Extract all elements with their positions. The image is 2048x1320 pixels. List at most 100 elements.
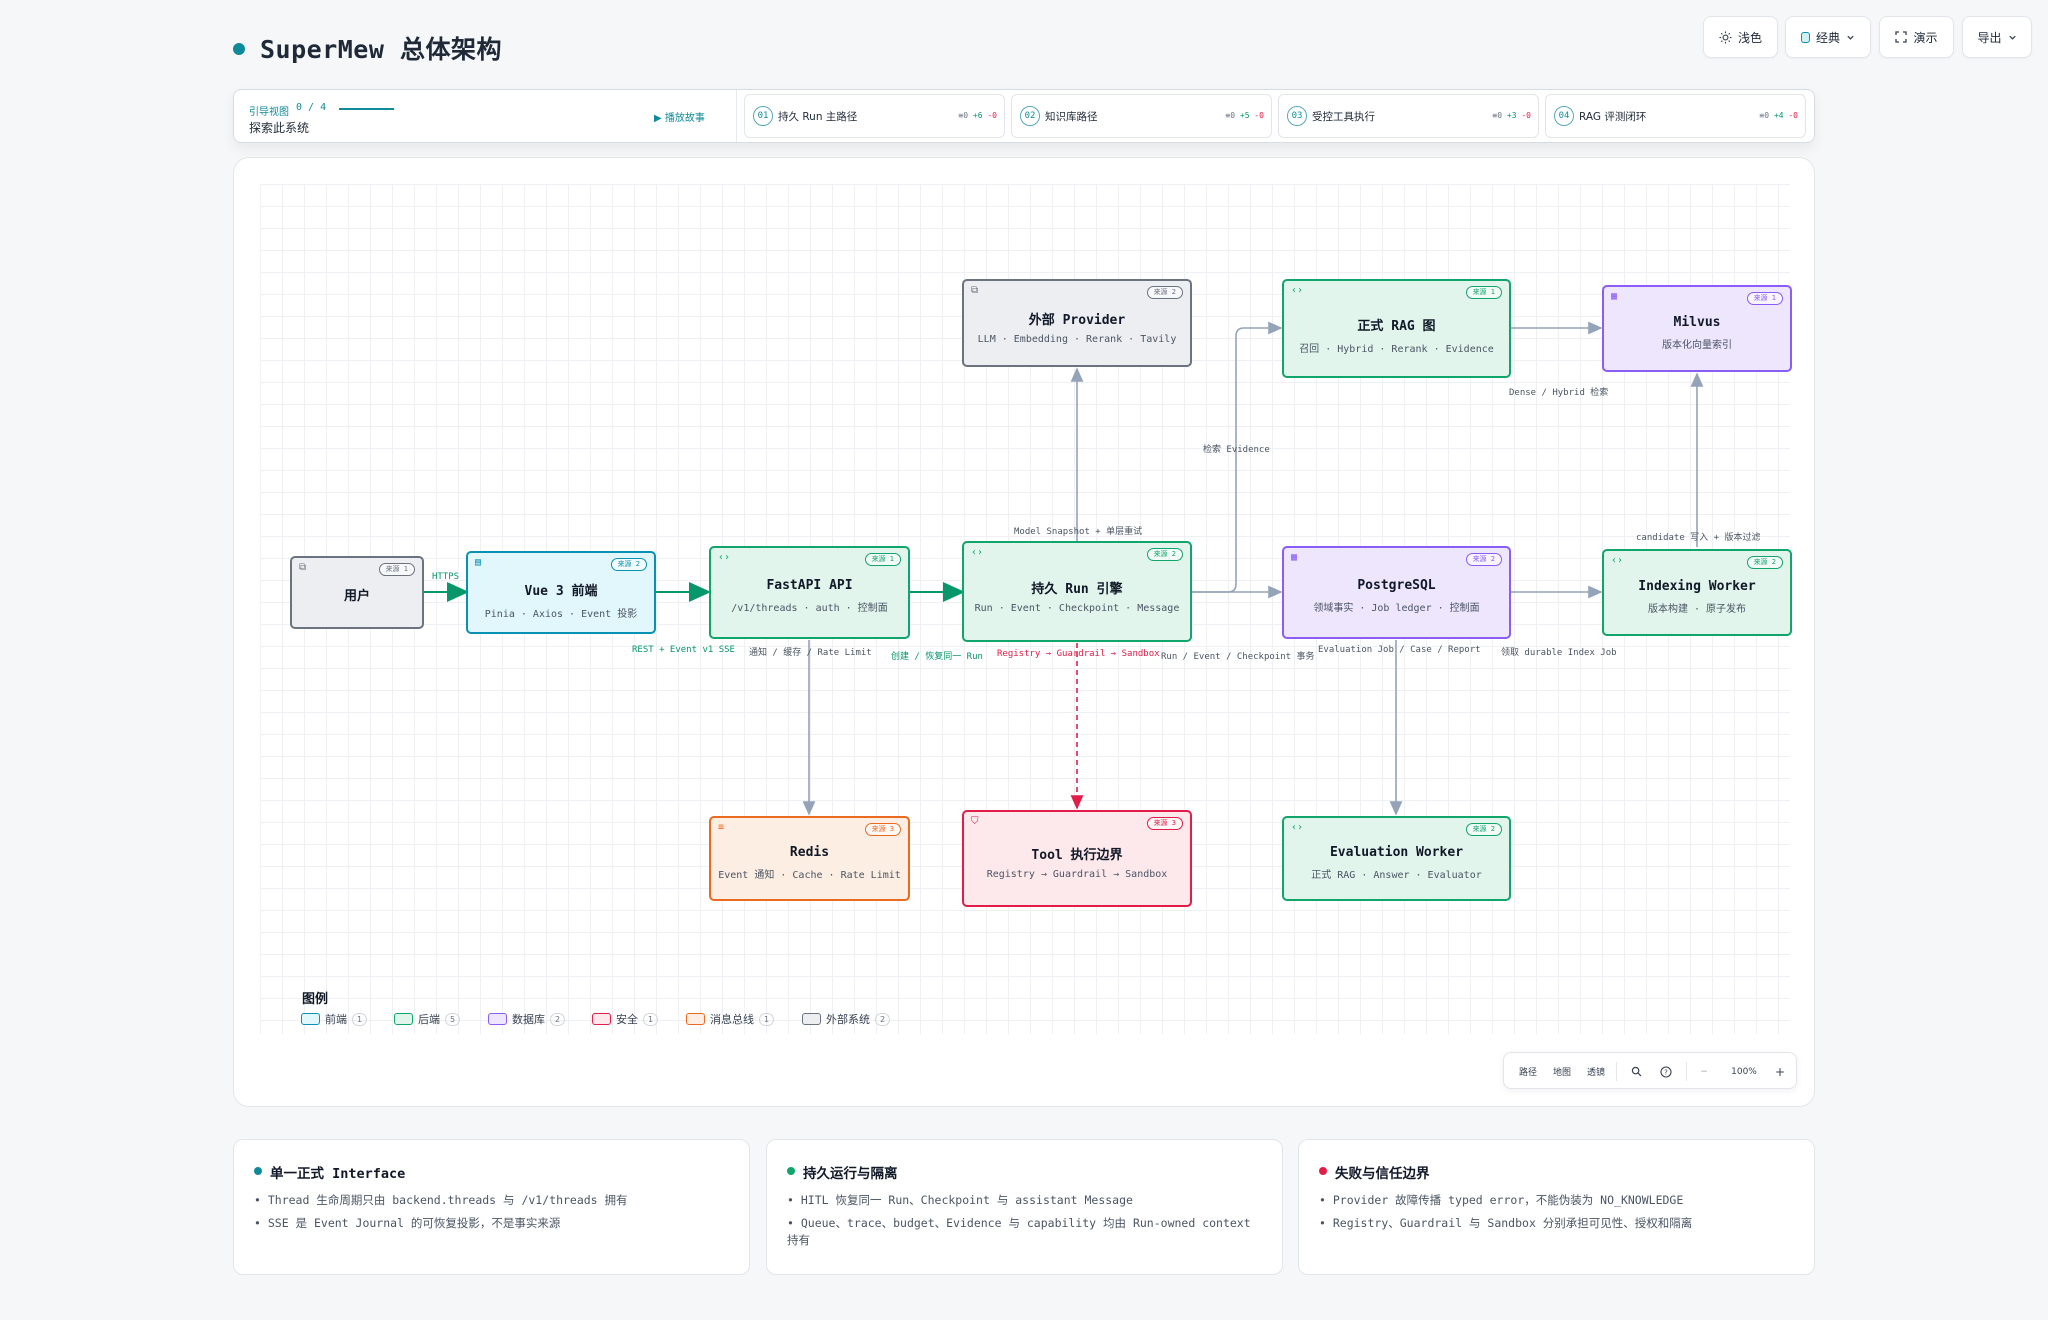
node-title: 正式 RAG 图 (1357, 319, 1436, 334)
edge-label-model: Model Snapshot + 单层重试 (1014, 527, 1143, 537)
zoom-out-button[interactable]: − (1700, 1066, 1708, 1077)
map-mode-button[interactable]: 地图 (1552, 1068, 1571, 1078)
edge-label-create: 创建 / 恢复同一 Run (891, 652, 983, 662)
node-indexing-worker[interactable]: ‹› 来源 2 Indexing Worker 版本构建 · 原子发布 (1602, 549, 1792, 636)
node-source-badge: 来源 2 (1146, 286, 1183, 299)
node-subtitle: Registry → Guardrail → Sandbox (986, 869, 1168, 880)
card-title: 持久运行与隔离 (803, 1166, 898, 1182)
card-title: 失败与信任边界 (1335, 1166, 1430, 1182)
style-select[interactable]: 经典 (1785, 16, 1871, 58)
present-button[interactable]: 演示 (1879, 16, 1954, 58)
card-list: • Provider 故障传播 typed error，不能伪装为 NO_KNO… (1319, 1192, 1796, 1238)
card-dot (254, 1167, 262, 1175)
guide-card-2[interactable]: 02 知识库路径 ≡0 +5 -0 (1011, 94, 1272, 138)
edge-label-eval-job: Evaluation Job / Case / Report (1318, 645, 1481, 655)
external-link-icon: ⧉ (299, 562, 307, 573)
node-source-badge: 来源 2 (1465, 823, 1502, 836)
node-external-provider[interactable]: ⧉ 来源 2 外部 Provider LLM · Embedding · Rer… (962, 279, 1192, 367)
legend-title: 图例 (302, 992, 329, 1007)
card-item: • Thread 生命周期只由 backend.threads 与 /v1/th… (254, 1193, 628, 1207)
search-button[interactable] (1626, 1053, 1646, 1090)
fullscreen-icon (1895, 31, 1908, 43)
guide-card-stats: ≡0 +5 -0 (1225, 111, 1264, 120)
edge-label-https: HTTPS (432, 572, 460, 582)
zoom-in-button[interactable]: + (1774, 1064, 1786, 1079)
guide-progress: 0 / 4 (296, 102, 327, 113)
node-title: Vue 3 前端 (524, 584, 598, 599)
node-fastapi[interactable]: ‹› 来源 1 FastAPI API /v1/threads · auth ·… (709, 546, 910, 639)
legend-swatch (686, 1013, 705, 1025)
queue-icon: ≡ (718, 822, 725, 833)
node-source-badge: 来源 2 (1465, 553, 1502, 566)
help-button[interactable]: ? (1656, 1053, 1676, 1090)
edge-label-registry: Registry → Guardrail → Sandbox (997, 649, 1160, 659)
export-select[interactable]: 导出 (1962, 16, 2032, 58)
card-dot (787, 1167, 795, 1175)
node-source-badge: 来源 1 (1746, 292, 1783, 305)
node-postgresql[interactable]: ▦ 来源 2 PostgreSQL 领域事实 · Job ledger · 控制… (1282, 546, 1511, 639)
guide-card-1[interactable]: 01 持久 Run 主路径 ≡0 +6 -0 (744, 94, 1005, 138)
legend-swatch (802, 1013, 821, 1025)
node-subtitle: 领域事实 · Job ledger · 控制面 (1313, 603, 1480, 614)
node-source-badge: 来源 1 (1465, 286, 1502, 299)
node-rag-graph[interactable]: ‹› 来源 1 正式 RAG 图 召回 · Hybrid · Rerank · … (1282, 279, 1511, 378)
node-run-engine[interactable]: ‹› 来源 2 持久 Run 引擎 Run · Event · Checkpoi… (962, 541, 1192, 642)
theme-label: 浅色 (1737, 30, 1762, 45)
edge-label-evidence: 检索 Evidence (1203, 445, 1270, 455)
legend-label: 外部系统 (826, 1013, 870, 1026)
database-icon: ▦ (1611, 291, 1618, 302)
chevron-down-icon (1847, 35, 1854, 40)
guide-summary: 引导视图 0 / 4 探索此系统 ▶ 播放故事 (234, 90, 737, 142)
chevron-down-icon (2008, 35, 2016, 40)
node-title: Tool 执行边界 (1031, 848, 1123, 863)
node-milvus[interactable]: ▦ 来源 1 Milvus 版本化向量索引 (1602, 285, 1792, 372)
node-redis[interactable]: ≡ 来源 3 Redis Event 通知 · Cache · Rate Lim… (709, 816, 910, 901)
legend-swatch (592, 1013, 611, 1025)
legend-count: 1 (759, 1012, 775, 1026)
legend-label: 安全 (616, 1013, 638, 1026)
node-title: Redis (789, 845, 830, 860)
guide-card-name: 知识库路径 (1045, 111, 1098, 123)
guide-explore-text: 探索此系统 (249, 121, 310, 135)
play-story-button[interactable]: ▶ 播放故事 (654, 113, 705, 124)
node-vue-frontend[interactable]: ▤ 来源 2 Vue 3 前端 Pinia · Axios · Event 投影 (466, 551, 656, 634)
code-icon: ‹› (718, 552, 731, 563)
node-user[interactable]: ⧉ 来源 1 用户 (290, 556, 424, 629)
edge-label-rest-sse: REST + Event v1 SSE (632, 645, 735, 655)
guide-card-3[interactable]: 03 受控工具执行 ≡0 +3 -0 (1278, 94, 1539, 138)
card-item: • Queue、trace、budget、Evidence 与 capabili… (787, 1216, 1251, 1247)
legend-label: 前端 (325, 1013, 347, 1026)
guide-progress-line (339, 108, 394, 110)
node-tool-boundary[interactable]: ⛉ 来源 3 Tool 执行边界 Registry → Guardrail → … (962, 810, 1192, 907)
node-evaluation-worker[interactable]: ‹› 来源 2 Evaluation Worker 正式 RAG · Answe… (1282, 816, 1511, 901)
guide-bar: 引导视图 0 / 4 探索此系统 ▶ 播放故事 01 持久 Run 主路径 ≡0… (233, 89, 1815, 143)
edge-label-dense: Dense / Hybrid 检索 (1509, 388, 1609, 398)
node-subtitle: Event 通知 · Cache · Rate Limit (718, 870, 901, 881)
node-title: Milvus (1673, 315, 1721, 330)
theme-button[interactable]: 浅色 (1703, 16, 1778, 58)
code-icon: ‹› (1611, 555, 1624, 566)
node-subtitle: /v1/threads · auth · 控制面 (731, 603, 888, 614)
legend-swatch (394, 1013, 413, 1025)
code-icon: ‹› (1291, 822, 1304, 833)
node-title: 外部 Provider (1028, 313, 1126, 328)
guide-card-4[interactable]: 04 RAG 评测闭环 ≡0 +4 -0 (1545, 94, 1806, 138)
legend-swatch (301, 1013, 320, 1025)
legend-label: 后端 (418, 1013, 440, 1026)
zoom-level: 100% (1731, 1066, 1757, 1077)
path-mode-button[interactable]: 路径 (1518, 1068, 1537, 1078)
node-source-badge: 来源 3 (1146, 817, 1183, 830)
external-link-icon: ⧉ (971, 285, 979, 296)
guide-card-name: RAG 评测闭环 (1579, 111, 1647, 123)
toolbar-divider (1686, 1062, 1687, 1081)
node-subtitle: Run · Event · Checkpoint · Message (974, 603, 1180, 614)
help-icon: ? (1660, 1065, 1672, 1078)
card-list: • HITL 恢复同一 Run、Checkpoint 与 assistant M… (787, 1192, 1264, 1255)
lens-mode-button[interactable]: 透镜 (1586, 1068, 1605, 1078)
